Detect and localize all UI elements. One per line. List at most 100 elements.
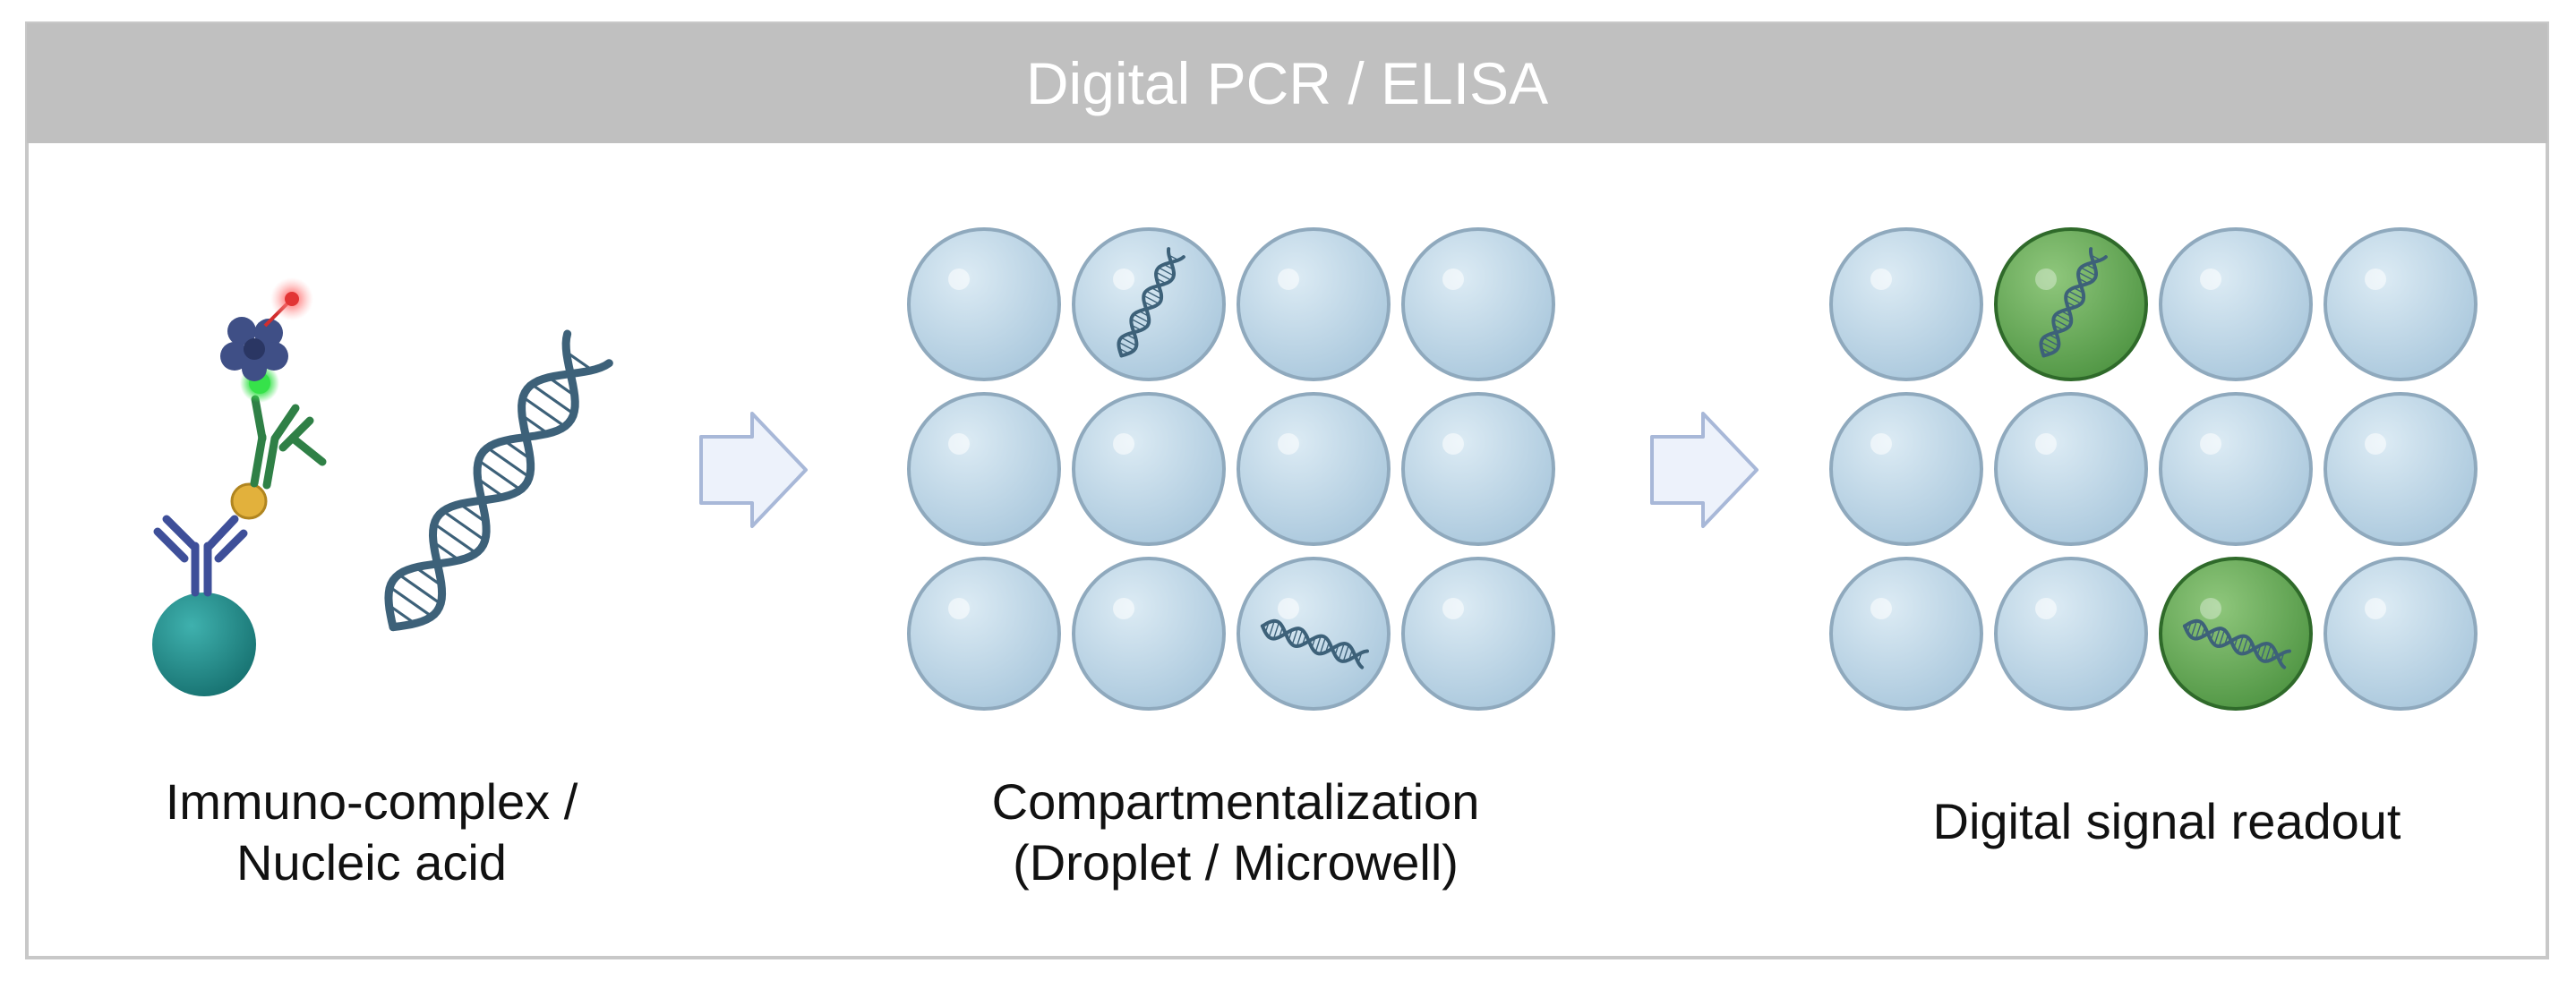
base-pair — [531, 383, 575, 415]
droplet-highlight — [2035, 598, 2057, 619]
base-pair — [1338, 643, 1345, 661]
dna-strand — [384, 329, 579, 632]
caption-immuno-complex: Immuno-complex / Nucleic acid — [98, 772, 645, 893]
base-pair — [2053, 318, 2069, 328]
droplet-highlight — [2200, 598, 2221, 619]
positive-droplet — [2159, 557, 2313, 711]
droplet — [907, 557, 1061, 711]
dna-strand — [389, 359, 613, 632]
dna-strand — [1117, 247, 1177, 358]
droplet — [2324, 392, 2478, 546]
dna-strand — [2182, 618, 2291, 663]
droplet-highlight — [1113, 269, 1134, 290]
droplet — [1829, 392, 1983, 546]
dna-strand — [1260, 624, 1365, 669]
base-pair — [2241, 637, 2248, 654]
dna-strand — [2182, 624, 2287, 669]
base-pair — [1291, 627, 1298, 645]
dna-helix-large — [384, 329, 613, 632]
caption-line: Immuno-complex / — [165, 773, 578, 830]
base-pair — [433, 522, 477, 555]
red-fluorophore — [285, 292, 299, 306]
caption-readout: Digital signal readout — [1853, 791, 2480, 852]
dna-strand — [2041, 255, 2108, 358]
dna-strand — [1119, 255, 1185, 358]
caption-compartmentalization: Compartmentalization (Droplet / Microwel… — [895, 772, 1576, 893]
droplet — [1401, 392, 1555, 546]
droplet-highlight — [1870, 433, 1892, 455]
base-pair — [2043, 337, 2059, 346]
droplet-body — [1829, 557, 1983, 711]
droplet — [1829, 227, 1983, 381]
base-pair — [2218, 629, 2226, 647]
droplet-highlight — [948, 598, 970, 619]
droplet-body — [1072, 557, 1226, 711]
droplet — [1401, 557, 1555, 711]
droplet-body — [1994, 392, 2148, 546]
droplet — [2324, 557, 2478, 711]
droplet-body — [2324, 227, 2478, 381]
base-pair — [1319, 637, 1326, 654]
droplet-highlight — [1113, 598, 1134, 619]
dna-helix-small — [1260, 618, 1369, 669]
droplet-body — [2159, 557, 2313, 711]
base-pair — [477, 459, 522, 491]
capture-antibody — [153, 515, 248, 597]
droplet-highlight — [1113, 433, 1134, 455]
droplet-body — [907, 227, 1061, 381]
base-pair — [1268, 620, 1275, 638]
droplet-body — [1237, 392, 1391, 546]
droplet — [1237, 557, 1391, 711]
base-pair — [1155, 271, 1172, 281]
dna-helix-small — [1117, 247, 1185, 358]
droplet — [1401, 227, 1555, 381]
droplet-body — [907, 392, 1061, 546]
droplet-highlight — [2365, 269, 2386, 290]
enzyme-label — [220, 317, 288, 381]
droplet — [2159, 227, 2313, 381]
base-pair — [2237, 635, 2244, 652]
droplet-body — [1237, 227, 1391, 381]
base-pair — [486, 447, 531, 479]
base-pair — [2264, 644, 2272, 662]
dna-helix-small — [2182, 618, 2291, 669]
droplet — [1072, 227, 1226, 381]
droplet-body — [1401, 392, 1555, 546]
base-pair — [1133, 313, 1150, 323]
droplet — [1994, 557, 2148, 711]
droplet-highlight — [2365, 598, 2386, 619]
droplet — [907, 392, 1061, 546]
base-pair — [2190, 620, 2197, 638]
droplet-highlight — [948, 433, 970, 455]
droplet-body — [1401, 557, 1555, 711]
droplet-body — [1072, 392, 1226, 546]
base-pair — [522, 396, 566, 428]
caption-line: Digital signal readout — [1932, 793, 2401, 849]
base-pair — [2195, 622, 2203, 639]
magnetic-bead — [152, 593, 256, 696]
base-pair — [398, 573, 442, 605]
droplet — [1829, 557, 1983, 711]
droplet — [1994, 392, 2148, 546]
base-pair — [1272, 622, 1280, 639]
compartment-grid — [907, 227, 1555, 711]
base-pair — [2055, 313, 2072, 323]
droplet-highlight — [1278, 269, 1299, 290]
droplet-highlight — [1870, 269, 1892, 290]
droplet-highlight — [2200, 433, 2221, 455]
base-pair — [1121, 337, 1137, 346]
droplet — [907, 227, 1061, 381]
droplet-body — [1994, 557, 2148, 711]
droplet-highlight — [948, 269, 970, 290]
base-pair — [2213, 627, 2221, 645]
dna-strand — [2039, 247, 2099, 358]
droplet-body — [2159, 227, 2313, 381]
droplet-highlight — [2035, 433, 2057, 455]
droplet — [1072, 557, 1226, 711]
droplet — [1237, 392, 1391, 546]
droplet-body — [1237, 557, 1391, 711]
droplet-body — [2324, 557, 2478, 711]
page-title: Digital PCR / ELISA — [1025, 50, 1549, 116]
droplet-highlight — [2035, 269, 2057, 290]
droplet-highlight — [1442, 598, 1464, 619]
